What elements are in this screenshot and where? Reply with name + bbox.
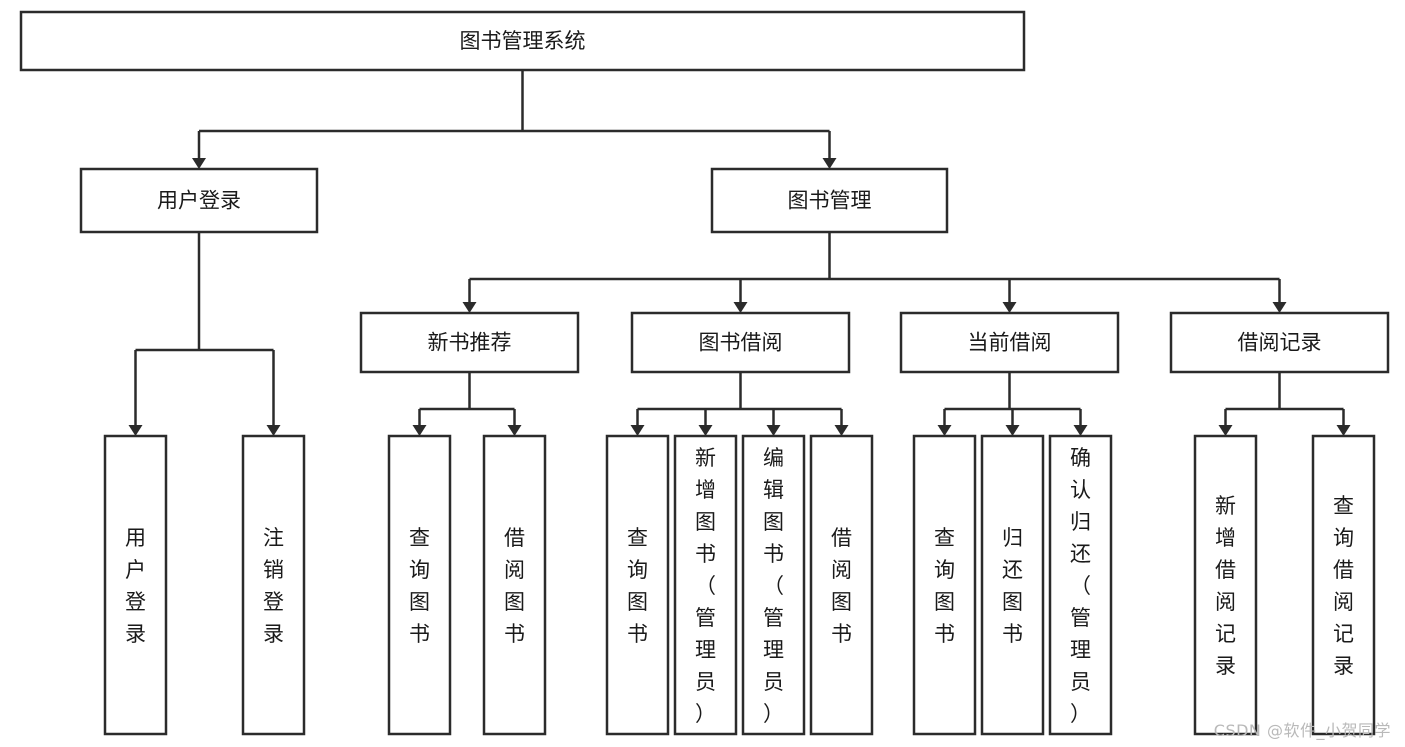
node-label-leaf-query-book-current: 查询图书 (934, 526, 955, 646)
node-leaf-return-book[interactable]: 归还图书 (980, 434, 1045, 736)
node-label-leaf-edit-book-admin: 编辑图书（管理员） (763, 446, 784, 726)
node-label-leaf-return-book: 归还图书 (1002, 526, 1023, 646)
node-box-leaf-user-login (103, 434, 168, 736)
arrow-head-leaf-borrow-book-recommend (507, 425, 522, 436)
arrow-head-new-book-recommend (462, 302, 477, 313)
node-label-leaf-borrow-book-recommend: 借阅图书 (504, 526, 525, 646)
node-box-leaf-add-book-admin (673, 434, 738, 736)
node-label-leaf-query-book-borrow: 查询图书 (627, 526, 648, 646)
node-label-leaf-query-borrow-record: 查询借阅记录 (1333, 494, 1354, 678)
node-book-manage[interactable]: 图书管理 (710, 167, 949, 234)
arrow-head-book-borrow (733, 302, 748, 313)
node-label-leaf-logout-login: 注销登录 (263, 526, 284, 646)
node-box-current-borrow (899, 311, 1120, 374)
node-box-leaf-confirm-return-admin (1048, 434, 1113, 736)
node-root[interactable]: 图书管理系统 (19, 10, 1026, 72)
edge-group-current-borrow (937, 372, 1088, 436)
node-leaf-user-login[interactable]: 用户登录 (103, 434, 168, 736)
arrow-head-leaf-borrow-book (834, 425, 849, 436)
node-label-book-manage: 图书管理 (788, 189, 872, 213)
node-user-login[interactable]: 用户登录 (79, 167, 319, 234)
node-leaf-add-borrow-record[interactable]: 新增借阅记录 (1193, 434, 1258, 736)
node-box-new-book-recommend (359, 311, 580, 374)
node-label-current-borrow: 当前借阅 (968, 331, 1052, 355)
edge-group-user-login (128, 232, 281, 436)
edge-group-book-manage (462, 232, 1287, 313)
edge-group-borrow-record (1218, 372, 1351, 436)
arrow-head-leaf-add-borrow-record (1218, 425, 1233, 436)
node-box-root (19, 10, 1026, 72)
node-box-leaf-query-book-current (912, 434, 977, 736)
node-leaf-logout-login[interactable]: 注销登录 (241, 434, 306, 736)
node-leaf-query-book-borrow[interactable]: 查询图书 (605, 434, 670, 736)
arrow-head-borrow-record (1272, 302, 1287, 313)
node-box-leaf-return-book (980, 434, 1045, 736)
arrow-head-book-manage (822, 158, 837, 169)
node-box-user-login (79, 167, 319, 234)
csdn-watermark: CSDN @软件_小贺同学 (1213, 721, 1391, 740)
node-label-leaf-confirm-return-admin: 确认归还（管理员） (1070, 446, 1091, 726)
arrow-head-leaf-query-book-recommend (412, 425, 427, 436)
node-box-book-manage (710, 167, 949, 234)
node-label-leaf-user-login: 用户登录 (125, 526, 146, 646)
node-box-borrow-record (1169, 311, 1390, 374)
node-leaf-borrow-book-recommend[interactable]: 借阅图书 (482, 434, 547, 736)
node-leaf-confirm-return-admin[interactable]: 确认归还（管理员） (1048, 434, 1113, 736)
node-leaf-edit-book-admin[interactable]: 编辑图书（管理员） (741, 434, 806, 736)
node-leaf-query-borrow-record[interactable]: 查询借阅记录 (1311, 434, 1376, 736)
node-new-book-recommend[interactable]: 新书推荐 (359, 311, 580, 374)
node-label-leaf-add-borrow-record: 新增借阅记录 (1215, 494, 1236, 678)
arrow-head-leaf-logout-login (266, 425, 281, 436)
node-current-borrow[interactable]: 当前借阅 (899, 311, 1120, 374)
node-leaf-add-book-admin[interactable]: 新增图书（管理员） (673, 434, 738, 736)
connector-layer (128, 70, 1351, 436)
node-box-leaf-edit-book-admin (741, 434, 806, 736)
node-label-new-book-recommend: 新书推荐 (428, 331, 512, 355)
arrow-head-leaf-confirm-return-admin (1073, 425, 1088, 436)
arrow-head-leaf-edit-book-admin (766, 425, 781, 436)
node-label-user-login: 用户登录 (157, 189, 241, 213)
node-box-leaf-borrow-book (809, 434, 874, 736)
node-label-leaf-query-book-recommend: 查询图书 (409, 526, 430, 646)
arrow-head-leaf-query-book-borrow (630, 425, 645, 436)
node-leaf-borrow-book[interactable]: 借阅图书 (809, 434, 874, 736)
node-label-leaf-add-book-admin: 新增图书（管理员） (695, 446, 716, 726)
node-layer: 图书管理系统用户登录图书管理新书推荐图书借阅当前借阅借阅记录用户登录注销登录查询… (19, 10, 1390, 736)
edge-group-book-borrow (630, 372, 849, 436)
node-box-leaf-query-book-recommend (387, 434, 452, 736)
node-box-leaf-query-borrow-record (1311, 434, 1376, 736)
node-box-leaf-add-borrow-record (1193, 434, 1258, 736)
arrow-head-current-borrow (1002, 302, 1017, 313)
arrow-head-user-login (192, 158, 206, 169)
node-leaf-query-book-recommend[interactable]: 查询图书 (387, 434, 452, 736)
node-borrow-record[interactable]: 借阅记录 (1169, 311, 1390, 374)
arrow-head-leaf-user-login (128, 425, 143, 436)
node-label-book-borrow: 图书借阅 (699, 331, 783, 355)
node-label-leaf-borrow-book: 借阅图书 (831, 526, 852, 646)
arrow-head-leaf-add-book-admin (698, 425, 713, 436)
node-leaf-query-book-current[interactable]: 查询图书 (912, 434, 977, 736)
arrow-head-leaf-return-book (1005, 425, 1020, 436)
node-box-leaf-query-book-borrow (605, 434, 670, 736)
node-box-leaf-borrow-book-recommend (482, 434, 547, 736)
arrow-head-leaf-query-borrow-record (1336, 425, 1351, 436)
edge-group-new-book-recommend (412, 372, 522, 436)
edge-group-root (192, 70, 837, 169)
arrow-head-leaf-query-book-current (937, 425, 952, 436)
node-box-book-borrow (630, 311, 851, 374)
node-book-borrow[interactable]: 图书借阅 (630, 311, 851, 374)
node-label-root: 图书管理系统 (460, 29, 586, 53)
node-label-borrow-record: 借阅记录 (1238, 331, 1322, 355)
node-box-leaf-logout-login (241, 434, 306, 736)
